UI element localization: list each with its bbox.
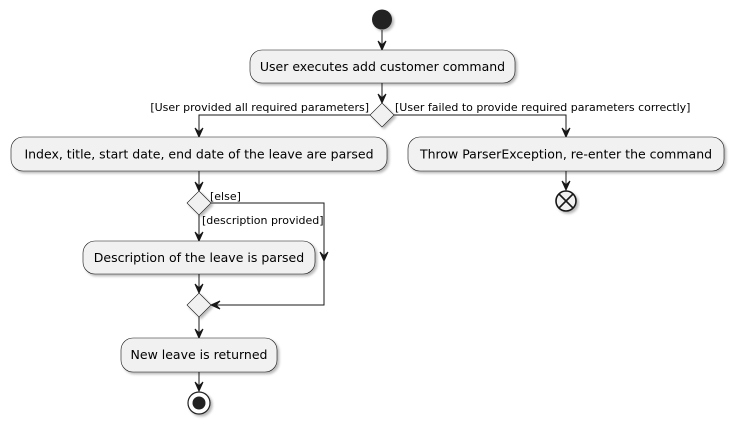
action-return-leave: New leave is returned: [120, 337, 278, 373]
action-label: Index, title, start date, end date of th…: [24, 147, 373, 162]
arrowhead: [194, 328, 204, 340]
decision-parameters: [369, 102, 395, 128]
action-label: Throw ParserException, re-enter the comm…: [419, 147, 712, 162]
arrowhead: [319, 251, 329, 263]
action-throw-exception: Throw ParserException, re-enter the comm…: [407, 136, 725, 172]
action-label: User executes add customer command: [260, 59, 505, 74]
guard-else: [else]: [210, 190, 241, 203]
edge-decision-to-parse-fields: [198, 114, 370, 136]
edge-else-branch: [211, 202, 325, 306]
start-node-icon: [372, 9, 392, 30]
arrowhead: [194, 181, 204, 193]
arrowhead: [194, 283, 204, 295]
arrowhead: [194, 381, 204, 393]
flow-final-icon: [555, 190, 577, 212]
action-label: Description of the leave is parsed: [94, 250, 304, 265]
guard-failed-params: [User failed to provide required paramet…: [395, 101, 690, 114]
edge-decision-to-throw: [394, 114, 567, 136]
arrowhead: [194, 127, 204, 139]
arrowhead: [561, 180, 571, 192]
stop-node-icon: [187, 391, 211, 415]
decision-description: [186, 190, 212, 216]
arrowhead: [561, 127, 571, 139]
guard-all-params: [User provided all required parameters]: [150, 101, 369, 114]
arrowhead: [194, 231, 204, 243]
guard-description-provided: [description provided]: [202, 214, 324, 227]
arrowhead: [377, 40, 387, 52]
action-execute-command: User executes add customer command: [249, 49, 516, 84]
action-parse-fields: Index, title, start date, end date of th…: [10, 136, 388, 172]
action-label: New leave is returned: [131, 347, 268, 362]
merge-node: [186, 292, 212, 318]
arrowhead: [209, 300, 221, 310]
action-parse-description: Description of the leave is parsed: [82, 240, 316, 275]
arrowhead: [377, 93, 387, 105]
